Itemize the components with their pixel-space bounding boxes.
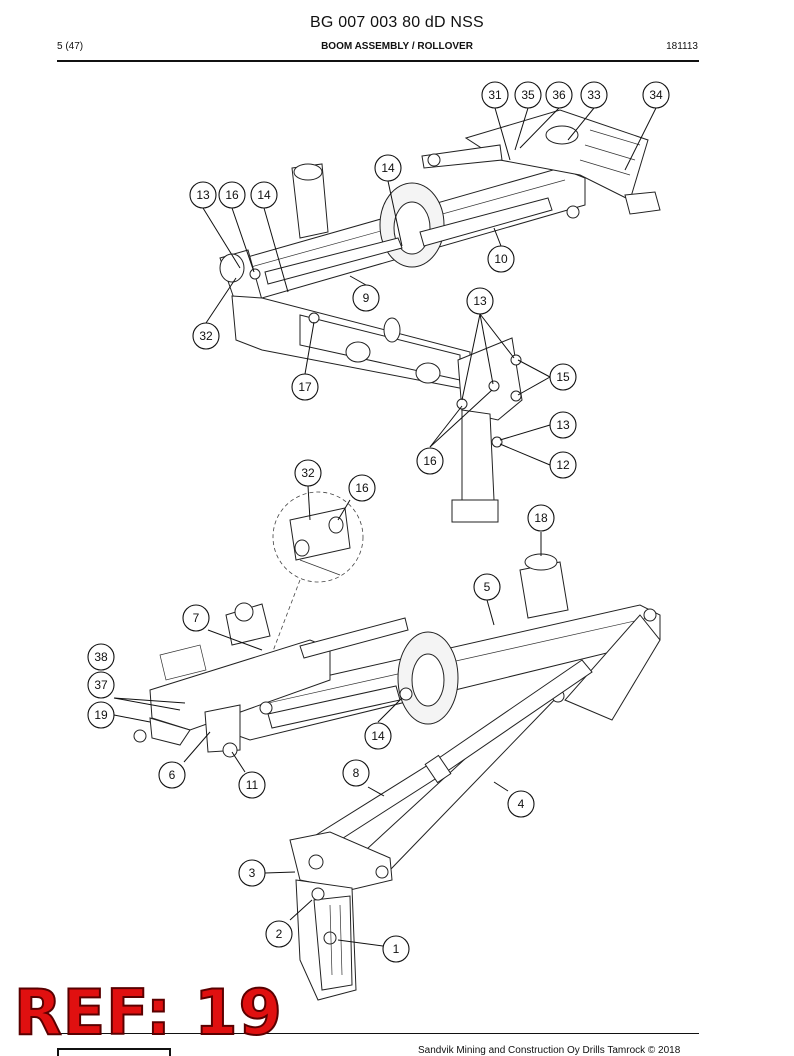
svg-text:32: 32	[301, 466, 315, 480]
callout-35: 35	[514, 81, 542, 109]
svg-text:16: 16	[225, 188, 239, 202]
top-assembly-illustration	[219, 109, 661, 523]
svg-text:9: 9	[363, 291, 370, 305]
callout-7: 7	[182, 604, 210, 632]
callout-18: 18	[527, 504, 555, 532]
section-title: BOOM ASSEMBLY / ROLLOVER	[321, 41, 473, 52]
svg-text:3: 3	[249, 866, 256, 880]
svg-text:18: 18	[534, 511, 548, 525]
date-code: 181113	[666, 41, 698, 52]
callout-16-upper: 16	[218, 181, 246, 209]
svg-text:31: 31	[488, 88, 502, 102]
callout-1: 1	[382, 935, 410, 963]
callout-10: 10	[487, 245, 515, 273]
callout-11: 11	[238, 771, 266, 799]
svg-text:15: 15	[556, 370, 570, 384]
callout-13-upper: 13	[189, 181, 217, 209]
footer-copyright: Sandvik Mining and Construction Oy Drill…	[418, 1045, 681, 1056]
page-number: 5 (47)	[57, 41, 84, 52]
callout-31: 31	[481, 81, 509, 109]
callout-13-lower: 13	[549, 411, 577, 439]
detail-view-illustration	[261, 491, 364, 681]
svg-text:12: 12	[556, 458, 570, 472]
callout-17: 17	[291, 373, 319, 401]
footer-rule	[57, 1033, 699, 1034]
callout-13-mid: 13	[466, 287, 494, 315]
svg-text:8: 8	[353, 766, 360, 780]
svg-text:19: 19	[94, 708, 108, 722]
svg-text:7: 7	[193, 611, 200, 625]
callout-8: 8	[342, 759, 370, 787]
callout-9: 9	[352, 284, 380, 312]
callout-34: 34	[642, 81, 670, 109]
svg-text:35: 35	[521, 88, 535, 102]
svg-text:1: 1	[393, 942, 400, 956]
svg-text:32: 32	[199, 329, 213, 343]
svg-text:13: 13	[473, 294, 487, 308]
svg-text:38: 38	[94, 650, 108, 664]
callout-19: 19	[87, 701, 115, 729]
svg-text:10: 10	[494, 252, 508, 266]
svg-text:16: 16	[423, 454, 437, 468]
svg-text:6: 6	[169, 768, 176, 782]
callout-14-upper: 14	[374, 154, 402, 182]
svg-text:13: 13	[196, 188, 210, 202]
svg-text:13: 13	[556, 418, 570, 432]
callout-14-left: 14	[250, 181, 278, 209]
callout-16-detail: 16	[348, 474, 376, 502]
svg-text:17: 17	[298, 380, 312, 394]
callout-37: 37	[87, 671, 115, 699]
svg-text:33: 33	[587, 88, 601, 102]
callout-15: 15	[549, 363, 577, 391]
header-rule	[57, 60, 699, 62]
svg-text:5: 5	[484, 580, 491, 594]
callout-36: 36	[545, 81, 573, 109]
callout-14-lower: 14	[364, 722, 392, 750]
svg-text:14: 14	[371, 729, 385, 743]
svg-text:34: 34	[649, 88, 663, 102]
callout-3: 3	[238, 859, 266, 887]
svg-text:14: 14	[257, 188, 271, 202]
leader-lines	[113, 107, 657, 947]
svg-text:36: 36	[552, 88, 566, 102]
document-number: BG 007 003 80 dD NSS	[310, 14, 484, 31]
callout-5: 5	[473, 573, 501, 601]
svg-text:37: 37	[94, 678, 108, 692]
callout-12: 12	[549, 451, 577, 479]
callout-32-detail: 32	[294, 459, 322, 487]
company-logo	[57, 1048, 171, 1056]
callout-4: 4	[507, 790, 535, 818]
svg-text:14: 14	[381, 161, 395, 175]
callout-32-upper: 32	[192, 322, 220, 350]
svg-text:11: 11	[246, 778, 259, 792]
callout-6: 6	[158, 761, 186, 789]
svg-text:16: 16	[355, 481, 369, 495]
callout-2: 2	[265, 920, 293, 948]
callout-38: 38	[87, 643, 115, 671]
svg-text:2: 2	[276, 927, 283, 941]
reference-stamp: REF: 19	[13, 976, 283, 1049]
callout-16-lower: 16	[416, 447, 444, 475]
svg-text:4: 4	[518, 797, 525, 811]
bottom-assembly-illustration	[133, 553, 661, 1001]
callout-33: 33	[580, 81, 608, 109]
